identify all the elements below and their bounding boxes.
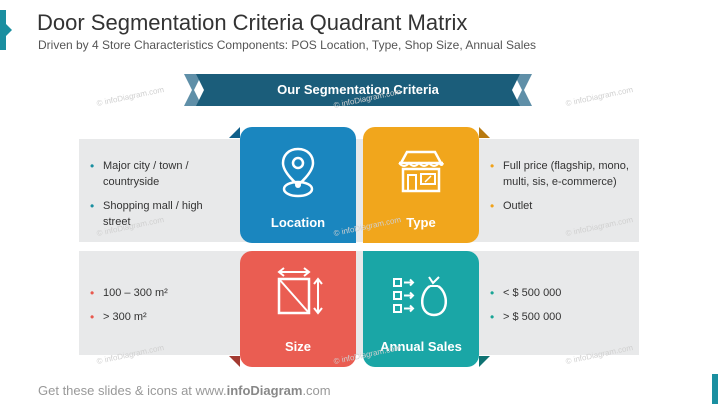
page-subtitle: Driven by 4 Store Characteristics Compon… <box>38 38 537 52</box>
watermark: © infoDiagram.com <box>95 84 165 109</box>
list-item: > $ 500 000 <box>490 309 630 325</box>
size-quadrant: Size <box>240 251 356 367</box>
criteria-banner: Our Segmentation Criteria <box>184 74 532 106</box>
footer-credit: Get these slides & icons at www.infoDiag… <box>38 383 331 398</box>
footer-prefix: Get these slides & icons at www. <box>38 383 227 398</box>
sales-label: Annual Sales <box>380 339 462 354</box>
list-item: Outlet <box>490 198 630 214</box>
page-title: Door Segmentation Criteria Quadrant Matr… <box>37 10 468 35</box>
location-fold <box>229 127 240 138</box>
store-icon <box>398 150 444 193</box>
watermark: © infoDiagram.com <box>564 84 634 109</box>
type-bullets: Full price (flagship, mono, multi, sis, … <box>490 158 630 222</box>
footer-suffix: .com <box>302 383 331 398</box>
money-bag-list-icon <box>393 276 447 317</box>
size-bullets: 100 – 300 m² > 300 m² <box>90 285 230 333</box>
banner-ribbon-shape <box>184 74 532 106</box>
type-quadrant: Type <box>363 127 479 243</box>
location-bullets: Major city / town / countryside Shopping… <box>90 158 230 238</box>
banner-title: Our Segmentation Criteria <box>277 82 439 97</box>
sales-quadrant: Annual Sales <box>363 251 479 367</box>
list-item: Major city / town / countryside <box>90 158 230 190</box>
sales-fold <box>479 356 490 367</box>
size-label: Size <box>284 339 311 354</box>
list-item: 100 – 300 m² <box>90 285 230 301</box>
resize-square-icon <box>277 267 323 315</box>
sales-bullets: < $ 500 000 > $ 500 000 <box>490 285 630 333</box>
size-fold <box>229 356 240 367</box>
list-item: > 300 m² <box>90 309 230 325</box>
list-item: < $ 500 000 <box>490 285 630 301</box>
map-pin-icon <box>281 147 315 198</box>
right-accent-bar <box>712 374 718 404</box>
location-label: Location <box>270 215 326 230</box>
left-accent-bar <box>0 10 12 50</box>
type-fold <box>479 127 490 138</box>
footer-brand: infoDiagram <box>226 383 303 398</box>
list-item: Shopping mall / high street <box>90 198 230 230</box>
bottom-band <box>79 251 639 355</box>
list-item: Full price (flagship, mono, multi, sis, … <box>490 158 630 190</box>
type-label: Type <box>406 215 436 230</box>
location-quadrant: Location <box>240 127 356 243</box>
